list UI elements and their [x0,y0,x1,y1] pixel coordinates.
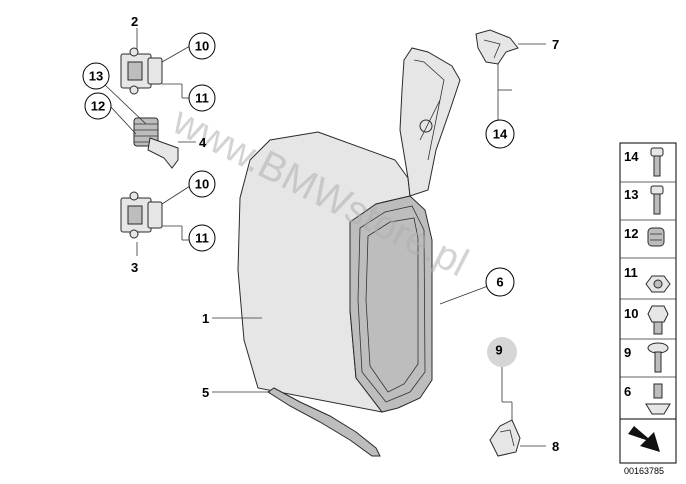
callout-circle-10-upper: 10 [188,32,216,60]
upper-bracket [475,29,519,65]
callout-12-label: 12 [91,99,105,114]
countersunk-screw-icon [647,342,669,373]
callout-8: 8 [552,439,559,454]
upper-hinge [120,47,163,95]
panel-item-10: 10 [624,306,638,321]
callout-11-upper-label: 11 [195,91,209,106]
panel-item-12: 12 [624,226,638,241]
callout-circle-9: 9 [487,337,517,367]
callout-circle-11-lower: 11 [188,224,216,252]
diagram-id: 00163785 [624,466,664,476]
panel-item-6: 6 [624,384,631,399]
panel-item-13: 13 [624,187,638,202]
door-check [133,117,179,169]
callout-1: 1 [202,311,209,326]
lower-bracket [489,419,521,457]
callout-9-label: 9 [495,343,502,358]
callout-3: 3 [131,260,138,275]
panel-item-11: 11 [624,265,638,280]
callout-10-lower-label: 10 [195,177,209,192]
callout-circle-6: 6 [485,267,515,297]
callout-4: 4 [199,135,207,150]
expansion-rivet-icon [645,383,671,415]
bolt-flange-icon [650,147,664,177]
window-frame-pillar [399,47,461,197]
callout-circle-10-lower: 10 [188,170,216,198]
stud-bolt-icon [650,185,664,215]
callout-circle-12: 12 [84,92,112,120]
hex-nut-icon [645,275,671,293]
callout-13-label: 13 [89,69,103,84]
direction-arrow-icon [619,418,677,464]
panel-item-14: 14 [624,149,639,164]
door-shell [237,131,433,413]
callout-circle-14: 14 [485,119,515,149]
callout-10-upper-label: 10 [195,39,209,54]
door-seal-strip [267,387,381,457]
callout-14-label: 14 [493,127,508,142]
callout-2: 2 [131,14,138,29]
callout-circle-11-upper: 11 [188,84,216,112]
callout-6-label: 6 [496,275,503,290]
callout-7: 7 [552,37,559,52]
lower-hinge [120,191,163,239]
leader-lines [103,28,546,447]
clip-nut-icon [647,227,665,247]
panel-item-9: 9 [624,345,631,360]
callout-circle-13: 13 [82,62,110,90]
fastener-panel: 14 13 12 11 10 9 6 [619,142,677,464]
callout-11-lower-label: 11 [195,231,209,246]
hex-bolt-icon [647,305,669,335]
callout-5: 5 [202,385,209,400]
